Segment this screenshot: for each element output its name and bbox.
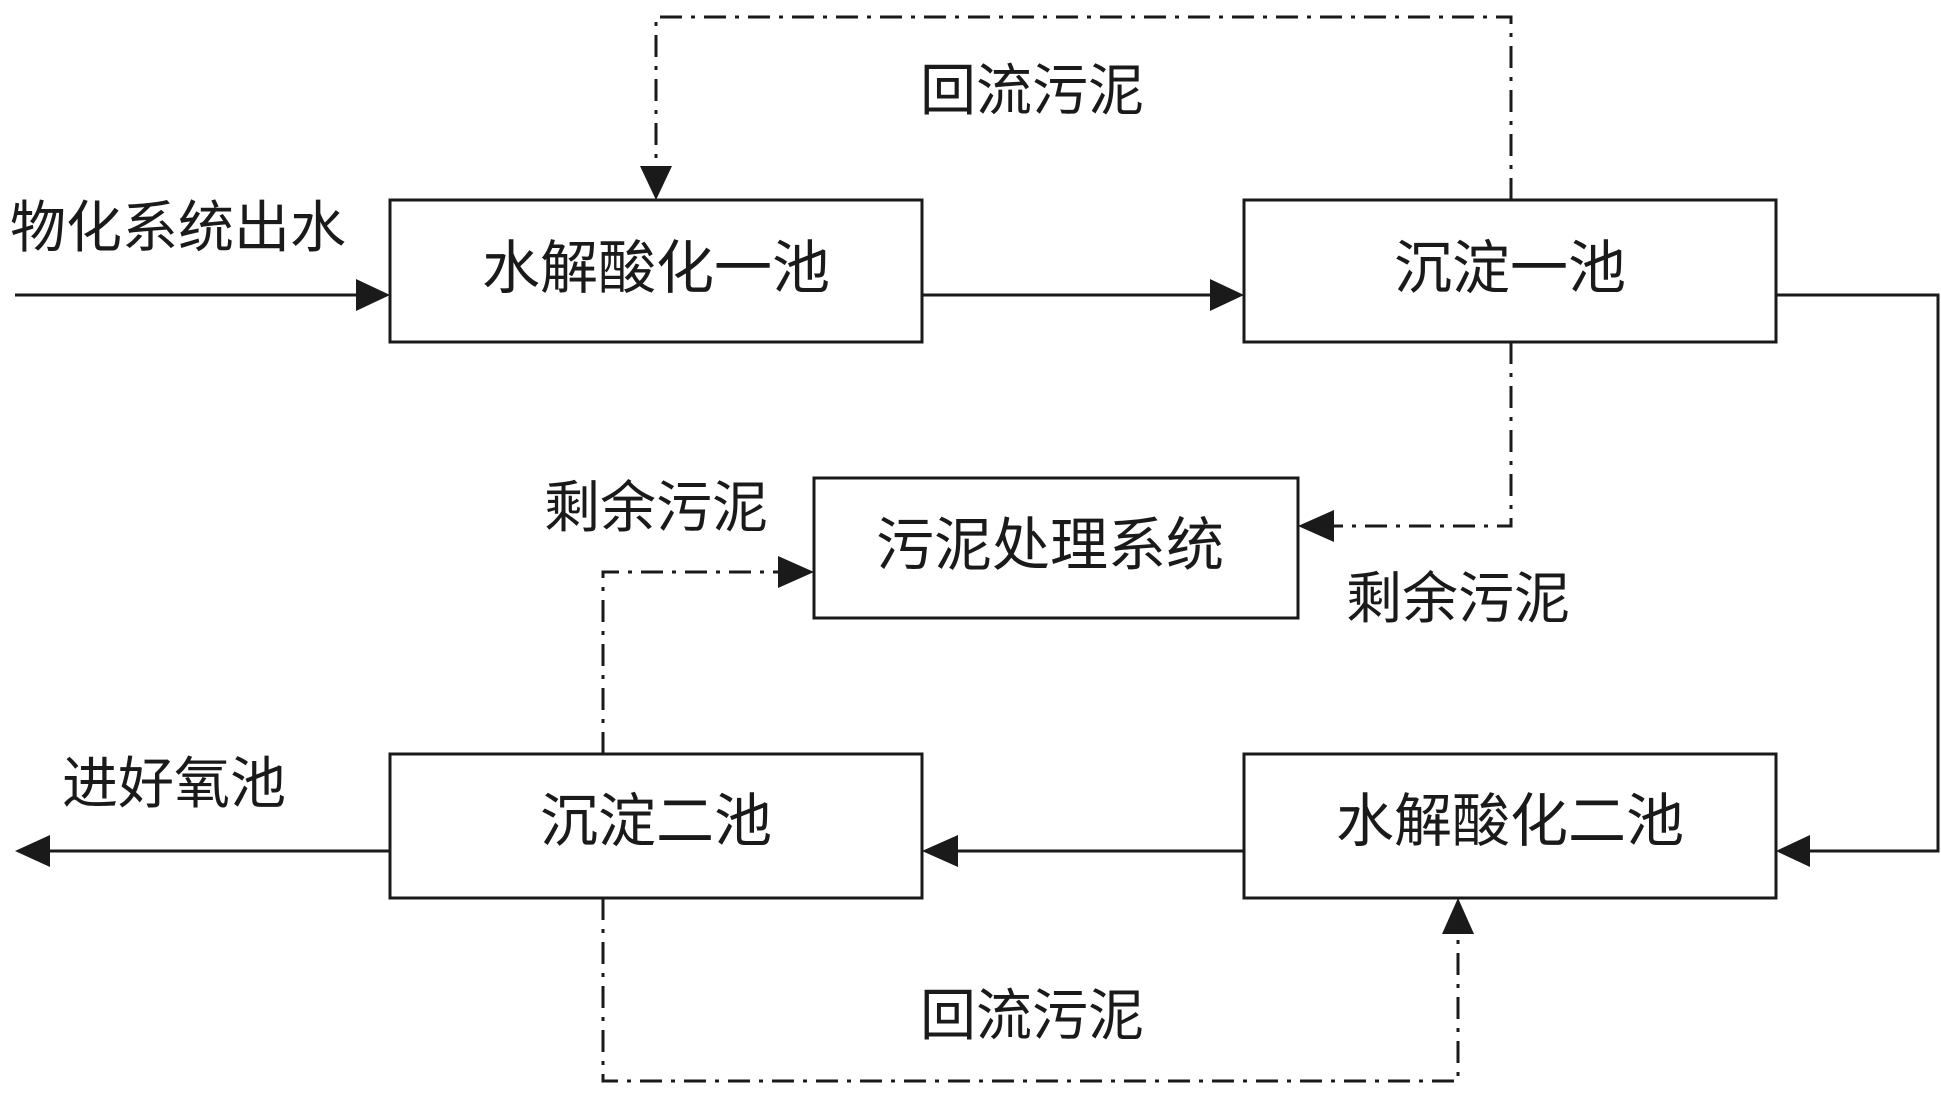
excess-left-arrowhead	[778, 556, 814, 588]
return-sludge-bottom-label: 回流污泥	[920, 984, 1144, 1049]
box-settling-tank-2-label: 沉淀二池	[540, 787, 772, 855]
excess-sludge-left-line	[601, 570, 778, 754]
inlet-arrowhead	[356, 279, 390, 311]
settling1-arrowhead	[1210, 279, 1244, 311]
outlet-arrowhead	[15, 835, 50, 867]
water-flow-lines	[15, 293, 1940, 853]
return-sludge-top-line	[654, 15, 1513, 200]
sludge-flow-lines	[601, 15, 1513, 1083]
box-hydrolysis-tank-1-label: 水解酸化一池	[482, 234, 830, 302]
return-bottom-arrowhead	[1442, 898, 1474, 934]
box-hydrolysis-tank-2: 水解酸化二池	[1242, 752, 1778, 900]
box-sludge-treatment-system-label: 污泥处理系统	[876, 511, 1224, 579]
return-top-arrowhead	[640, 166, 672, 200]
hydrolysis2-arrowhead	[1776, 835, 1810, 867]
return-sludge-bottom-line	[601, 898, 1460, 1083]
box-settling-tank-2: 沉淀二池	[388, 752, 924, 900]
outlet-label: 进好氧池	[62, 752, 286, 817]
excess-sludge-left-label: 剩余污泥	[544, 476, 768, 541]
inlet-label: 物化系统出水	[10, 196, 346, 261]
excess-sludge-right-line	[1332, 342, 1513, 528]
box-hydrolysis-tank-2-label: 水解酸化二池	[1336, 787, 1684, 855]
excess-right-arrowhead	[1298, 510, 1334, 542]
arrowheads	[15, 166, 1810, 934]
excess-sludge-right-label: 剩余污泥	[1346, 567, 1570, 632]
box-sludge-treatment-system: 污泥处理系统	[812, 476, 1300, 620]
settling2-arrowhead	[922, 835, 958, 867]
box-hydrolysis-tank-1: 水解酸化一池	[388, 198, 924, 344]
box-settling-tank-1: 沉淀一池	[1242, 198, 1778, 344]
flow-labels: 物化系统出水 进好氧池 回流污泥 剩余污泥 剩余污泥 回流污泥	[10, 59, 1570, 1049]
settling1-to-hydrolysis2-line	[1776, 293, 1940, 853]
box-settling-tank-1-label: 沉淀一池	[1394, 234, 1626, 302]
return-sludge-top-label: 回流污泥	[920, 59, 1144, 124]
